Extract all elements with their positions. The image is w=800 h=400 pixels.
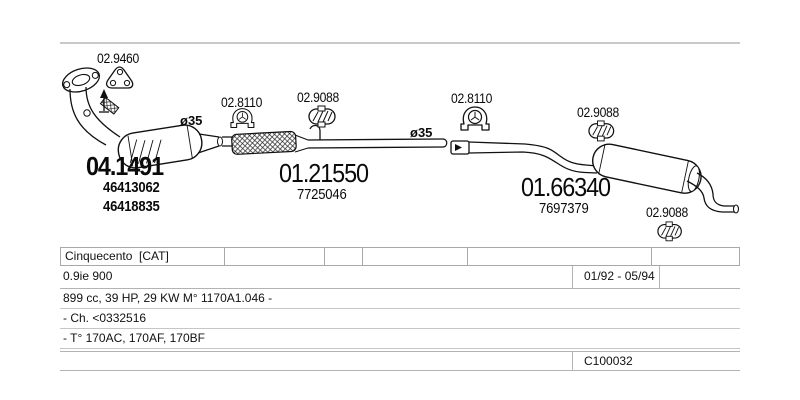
chassis-detail-row: - Ch. <0332516 — [60, 309, 740, 329]
part-number-04-1491[interactable]: 04.1491 — [86, 151, 164, 181]
empty-cell — [660, 266, 740, 288]
part-number-02-9088[interactable]: 02.9088 — [646, 205, 689, 220]
model-cell: Cinquecento [CAT] — [60, 247, 225, 266]
bolt-arrow-icon — [99, 89, 120, 115]
front-pipe-cat-drawing — [69, 86, 233, 169]
oe-number-46418835: 46418835 — [103, 199, 160, 215]
part-number-01-66340[interactable]: 01.66340 — [521, 172, 611, 202]
part-number-02-9088[interactable]: 02.9088 — [297, 90, 340, 105]
flange-icon — [61, 67, 101, 93]
oe-number-7725046: 7725046 — [297, 187, 347, 203]
empty-cell — [225, 247, 325, 266]
part-number-02-9088[interactable]: 02.9088 — [577, 105, 620, 120]
code-cell: C100032 — [572, 352, 740, 370]
empty-cell — [468, 247, 652, 266]
gasket-icon — [105, 66, 134, 89]
type-detail-row: - T° 170AC, 170AF, 170BF — [60, 329, 740, 349]
empty-cell — [652, 247, 740, 266]
rubber-mount-icon — [230, 108, 255, 129]
table-row-variant: 0.9ie 900 01/92 - 05/94 — [60, 266, 740, 289]
part-number-02-9460[interactable]: 02.9460 — [97, 51, 140, 66]
empty-cell — [60, 352, 572, 370]
part-number-02-8110[interactable]: 02.8110 — [451, 91, 493, 106]
flex-pipe-drawing — [231, 130, 297, 155]
centre-pipe-drawing — [294, 124, 448, 153]
part-number-02-8110[interactable]: 02.8110 — [221, 95, 263, 110]
empty-cell — [363, 247, 468, 266]
table-row-model: Cinquecento [CAT] — [60, 247, 740, 266]
diameter-label: ø35 — [410, 125, 433, 140]
variant-cell: 0.9ie 900 — [63, 269, 113, 283]
oe-number-46413062: 46413062 — [103, 180, 160, 196]
tailpipe — [696, 172, 735, 207]
engine-detail-row: 899 cc, 39 HP, 29 KW M° 1170A1.046 - — [60, 289, 740, 309]
pipe-hanger-icon — [308, 105, 336, 128]
empty-cell — [325, 247, 363, 266]
diameter-label: ø35 — [180, 113, 203, 128]
vehicle-table: Cinquecento [CAT] 0.9ie 900 01/92 - 05/9… — [60, 247, 740, 371]
pipe-hanger-icon — [588, 120, 615, 142]
table-row-code: C100032 — [60, 351, 740, 371]
top-divider — [60, 42, 740, 44]
part-number-01-21550[interactable]: 01.21550 — [279, 158, 369, 188]
exhaust-diagram — [61, 66, 740, 242]
pipe-hanger-icon — [657, 221, 682, 242]
pipe-sleeve-icon — [450, 140, 470, 155]
oe-number-7697379: 7697379 — [539, 201, 589, 217]
period-cell: 01/92 - 05/94 — [572, 266, 660, 288]
rubber-mount-icon — [460, 106, 490, 131]
rear-muffler-drawing — [468, 141, 740, 214]
